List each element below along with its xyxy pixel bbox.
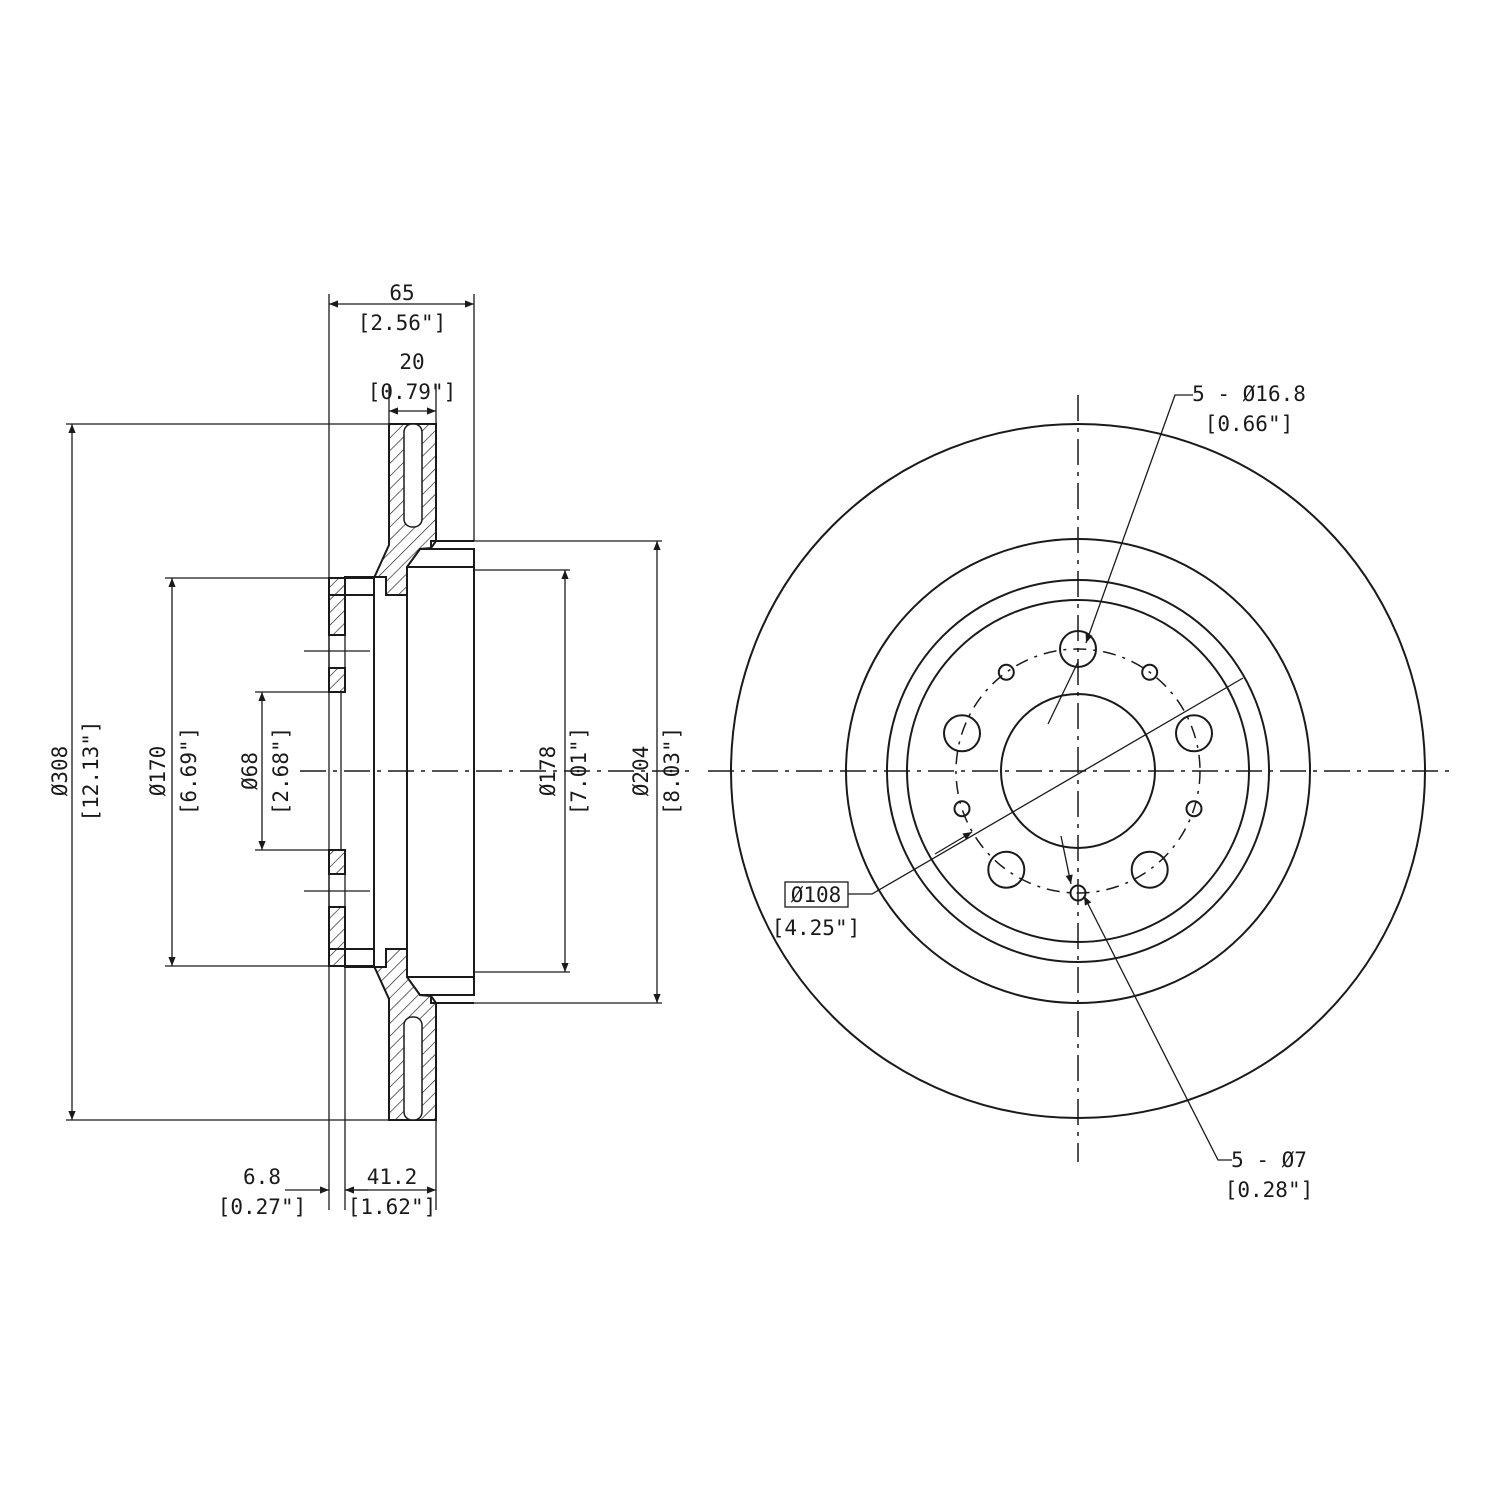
lug-hole (1059, 630, 1097, 668)
leader-small-hole-secondary (1060, 835, 1073, 885)
bolt-circle-arrow (934, 831, 973, 855)
lug-hole (1130, 850, 1169, 889)
lower-vane-groove (403, 1016, 423, 1121)
hub-lip-top (407, 548, 475, 568)
small-hole (997, 663, 1015, 681)
bolt-circle-box (784, 881, 849, 908)
upper-vane-groove (403, 423, 423, 528)
dim-hat-height-inch: [1.62"] (348, 1195, 437, 1219)
leader-small-holes (1083, 895, 1232, 1161)
hub-lip-bottom (407, 976, 475, 996)
front-view: 5 - Ø16.8 [0.66"] Ø108 [4.25"] 5 - Ø7 [0… (708, 382, 1452, 1202)
upper-bore-lip-section (328, 667, 346, 693)
bolt-circle-inch: [4.25"] (772, 916, 861, 940)
dim-inner-diameter-inch: [7.01"] (567, 727, 591, 816)
dim-outer-diameter-mm: Ø308 (48, 746, 72, 797)
dim-hat-diameter-inch: [6.69"] (177, 727, 201, 816)
lug-holes-mm: 5 - Ø16.8 (1192, 382, 1306, 406)
small-hole (1069, 884, 1087, 902)
dim-rotor-thickness-inch: [0.79"] (368, 380, 457, 404)
small-hole (953, 800, 971, 818)
dim-hat-thickness-mm: 6.8 (243, 1165, 281, 1189)
hat-inner-outline-top (345, 577, 375, 596)
small-holes (953, 663, 1203, 902)
hub-step-top (430, 540, 474, 548)
leader-lug-holes (1085, 394, 1193, 644)
dim-hub-diameter-inch: [8.03"] (660, 727, 684, 816)
dim-overall-width-mm: 65 (389, 281, 414, 305)
dim-overall-width-inch: [2.56"] (358, 311, 447, 335)
dim-hat-diameter-mm: Ø170 (146, 746, 170, 797)
dim-center-bore-inch: [2.68"] (269, 727, 293, 816)
lug-holes-inch: [0.66"] (1205, 412, 1294, 436)
dim-rotor-thickness-mm: 20 (399, 350, 424, 374)
dim-hub-diameter-mm: Ø204 (629, 746, 653, 797)
small-hole (1141, 663, 1159, 681)
dim-inner-diameter-mm: Ø178 (536, 746, 560, 797)
friction-inner-edge (845, 538, 1311, 1004)
small-hole (1185, 800, 1203, 818)
lower-bore-lip-section (328, 849, 346, 875)
dim-outer-diameter-inch: [12.13"] (79, 720, 103, 821)
small-holes-inch: [0.28"] (1225, 1178, 1314, 1202)
lug-holes (943, 630, 1213, 889)
leader-lug-hole-secondary (1047, 661, 1079, 725)
rotor-outer-edge (730, 423, 1426, 1119)
hub-step-bottom (430, 996, 474, 1004)
hat-outer-edge (886, 579, 1270, 963)
bolt-circle (955, 648, 1201, 894)
dim-center-bore-mm: Ø68 (238, 752, 262, 790)
lug-hole (943, 714, 981, 753)
lower-hat-wall-section (328, 906, 346, 950)
hat-inner-outline-bottom (345, 948, 375, 967)
side-section-view: 65 [2.56"] 20 [0.79"] Ø308 [12.13"] Ø170… (48, 281, 690, 1219)
bolt-circle-mm: Ø108 (791, 883, 842, 907)
dim-hat-height-mm: 41.2 (367, 1165, 418, 1189)
upper-hat-wall-section (328, 594, 346, 636)
leader-bolt-circle (848, 677, 1244, 895)
lug-hole (987, 850, 1026, 889)
lug-hole (1175, 714, 1213, 753)
dim-hat-thickness-inch: [0.27"] (218, 1195, 307, 1219)
small-holes-mm: 5 - Ø7 (1231, 1148, 1307, 1172)
center-bore-circle (1000, 693, 1156, 849)
hat-inner-edge (906, 599, 1250, 943)
